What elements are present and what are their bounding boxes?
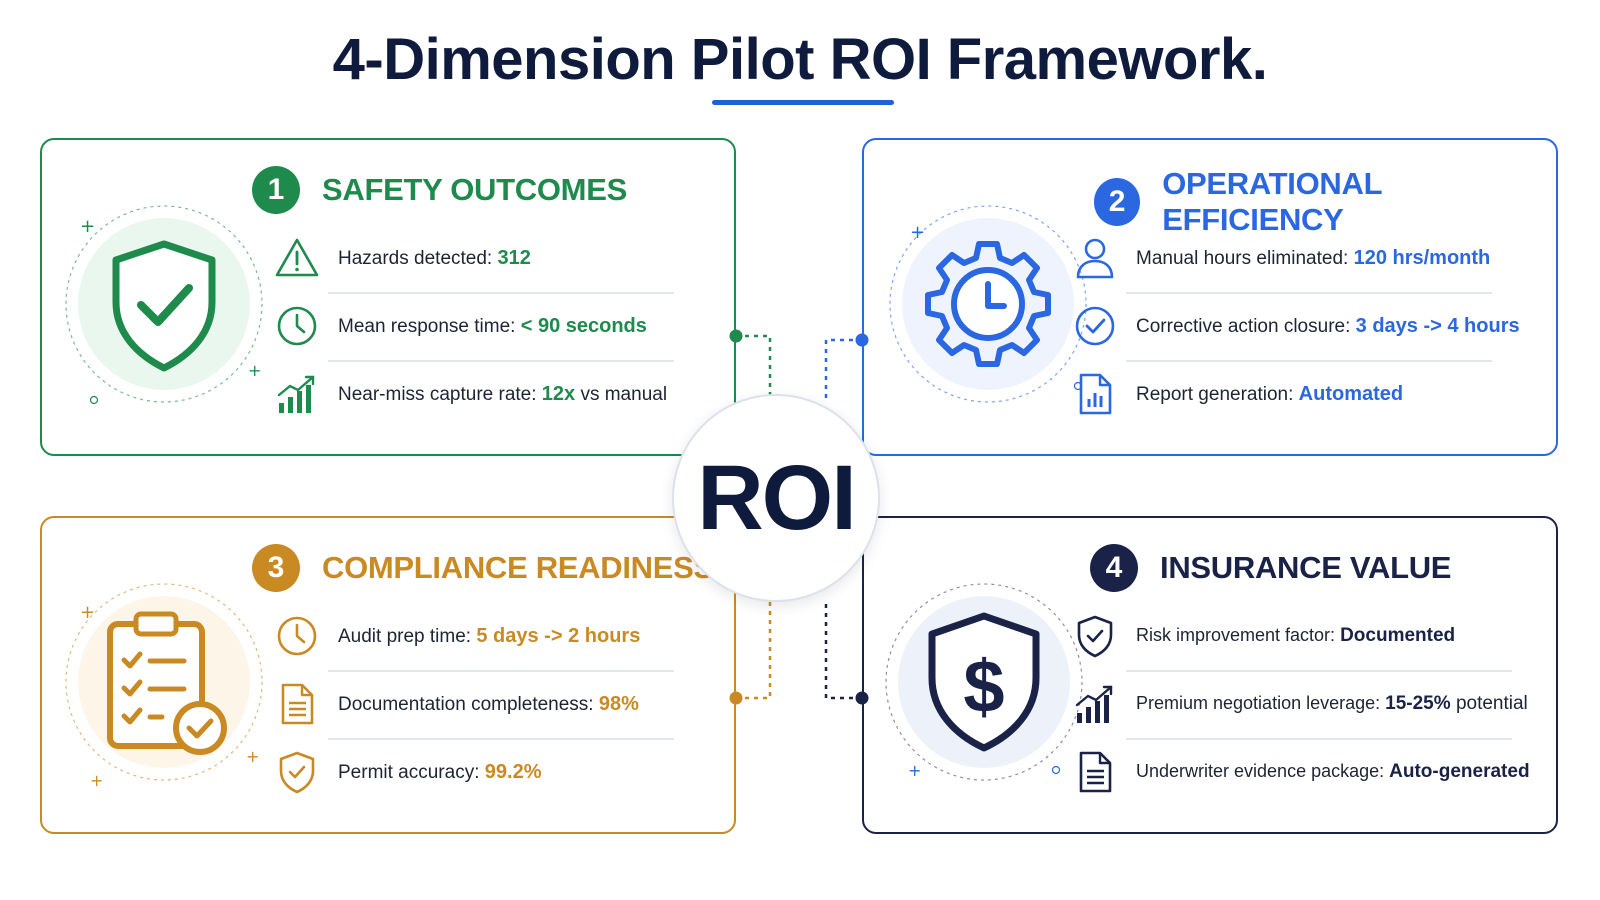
- connector-compliance: [736, 600, 772, 700]
- metric-row: Underwriter evidence package:Auto-genera…: [1072, 738, 1530, 806]
- metric-row: Permit accuracy:99.2%: [274, 738, 674, 806]
- connector-operational: [824, 338, 862, 400]
- gear-clock-icon: +: [889, 205, 1087, 403]
- svg-text:+: +: [90, 771, 103, 788]
- svg-text:+: +: [910, 222, 925, 243]
- clock-icon: [277, 616, 317, 656]
- metric-row: Corrective action closure:3 days -> 4 ho…: [1072, 292, 1520, 360]
- metric-value: 98%: [598, 692, 639, 715]
- title-underline: [712, 100, 894, 105]
- svg-text:$: $: [963, 645, 1004, 728]
- card-title: OPERATIONAL EFFICIENCY: [1162, 166, 1382, 237]
- metric-label: Permit accuracy:: [338, 761, 480, 783]
- connector-dot-compliance: [729, 691, 743, 705]
- clock-icon: [277, 306, 317, 346]
- metric-list: Hazards detected:312 Mean response time:…: [274, 224, 674, 428]
- metric-label: Risk improvement factor:: [1136, 625, 1336, 645]
- card-title: INSURANCE VALUE: [1160, 550, 1452, 585]
- metric-label: Audit prep time:: [338, 625, 472, 647]
- clipboard-check-icon: + + +: [65, 583, 263, 788]
- metric-suffix: vs manual: [580, 383, 668, 405]
- svg-text:+: +: [246, 747, 259, 766]
- metric-value: Auto-generated: [1389, 761, 1530, 782]
- connector-dot-safety: [729, 329, 743, 343]
- metric-label: Report generation:: [1136, 383, 1294, 405]
- bar-chart-up-icon: [1075, 685, 1113, 723]
- metric-row: Mean response time:< 90 seconds: [274, 292, 674, 360]
- card-title: SAFETY OUTCOMES: [322, 172, 627, 207]
- metric-row: Manual hours eliminated:120 hrs/month: [1072, 224, 1492, 292]
- metric-label: Underwriter evidence package:: [1136, 761, 1385, 781]
- card-header: 4 INSURANCE VALUE: [1090, 544, 1451, 592]
- warning-icon: [275, 238, 319, 277]
- shield-check-icon: + +: [65, 205, 263, 405]
- metric-value: 12x: [541, 382, 576, 405]
- metric-row: Risk improvement factor:Documented: [1072, 602, 1512, 670]
- svg-text:+: +: [80, 216, 95, 237]
- number-badge: 3: [252, 544, 300, 592]
- number-badge: 2: [1094, 178, 1141, 226]
- card-header: 2 OPERATIONAL EFFICIENCY: [1094, 166, 1556, 238]
- user-icon: [1076, 238, 1114, 279]
- metric-label: Near-miss capture rate:: [338, 383, 537, 405]
- metric-value: 120 hrs/month: [1353, 246, 1491, 269]
- shield-dollar-icon: $ +: [885, 583, 1083, 781]
- connector-safety: [736, 334, 772, 400]
- metric-row: Documentation completeness:98%: [274, 670, 674, 738]
- metric-label: Documentation completeness:: [338, 693, 594, 715]
- document-icon: [281, 683, 314, 725]
- metric-row: Audit prep time:5 days -> 2 hours: [274, 602, 674, 670]
- document-icon: [1079, 751, 1112, 793]
- connector-dot-insurance: [855, 691, 869, 705]
- metric-value: 5 days -> 2 hours: [476, 624, 641, 647]
- metric-row: Report generation:Automated: [1072, 360, 1492, 428]
- svg-text:+: +: [908, 761, 921, 780]
- metric-value: 99.2%: [484, 760, 542, 783]
- connector-dot-operational: [855, 333, 869, 347]
- metric-label: Mean response time:: [338, 315, 516, 337]
- metric-row: Hazards detected:312: [274, 224, 674, 292]
- metric-value: Documented: [1340, 625, 1456, 646]
- card-safety-outcomes: + + 1 SAFETY OUTCOMES Hazards detected:3…: [40, 138, 736, 456]
- metric-list: Audit prep time:5 days -> 2 hours Docume…: [274, 602, 674, 806]
- number-badge: 4: [1090, 544, 1138, 592]
- metric-suffix: potential: [1455, 693, 1528, 714]
- svg-text:+: +: [248, 361, 261, 380]
- card-header: 1 SAFETY OUTCOMES: [252, 166, 627, 214]
- metric-row: Premium negotiation leverage:15-25%poten…: [1072, 670, 1528, 738]
- metric-label: Premium negotiation leverage:: [1136, 693, 1381, 713]
- number-badge: 1: [252, 166, 300, 214]
- metric-label: Corrective action closure:: [1136, 315, 1351, 337]
- metric-list: Risk improvement factor:Documented Premi…: [1072, 602, 1530, 806]
- metric-value: < 90 seconds: [520, 314, 647, 337]
- page-title: 4-Dimension Pilot ROI Framework.: [332, 27, 1268, 92]
- card-title: COMPLIANCE READINESS: [322, 550, 714, 585]
- connector-insurance: [824, 600, 862, 700]
- metric-value: 312: [497, 246, 531, 269]
- roi-center-circle: ROI: [672, 394, 880, 602]
- shield-check-icon: [279, 751, 315, 794]
- metric-list: Manual hours eliminated:120 hrs/month Co…: [1072, 224, 1520, 428]
- check-circle-icon: [1075, 306, 1115, 346]
- report-chart-icon: [1079, 373, 1112, 415]
- card-operational-efficiency: + 2 OPERATIONAL EFFICIENCY Manual hours …: [862, 138, 1558, 456]
- svg-text:+: +: [80, 602, 95, 623]
- metric-value: 15-25%: [1385, 693, 1451, 714]
- roi-label: ROI: [697, 446, 857, 549]
- card-header: 3 COMPLIANCE READINESS: [252, 544, 714, 592]
- metric-value: 3 days -> 4 hours: [1355, 314, 1520, 337]
- shield-check-icon: [1077, 615, 1113, 658]
- metric-label: Hazards detected:: [338, 247, 493, 269]
- bar-chart-up-icon: [277, 375, 315, 413]
- metric-label: Manual hours eliminated:: [1136, 247, 1349, 269]
- card-insurance-value: $ + 4 INSURANCE VALUE Risk improvement f…: [862, 516, 1558, 834]
- card-compliance-readiness: + + + 3 COMPLIANCE READINESS Audit prep …: [40, 516, 736, 834]
- metric-value: Automated: [1298, 382, 1404, 405]
